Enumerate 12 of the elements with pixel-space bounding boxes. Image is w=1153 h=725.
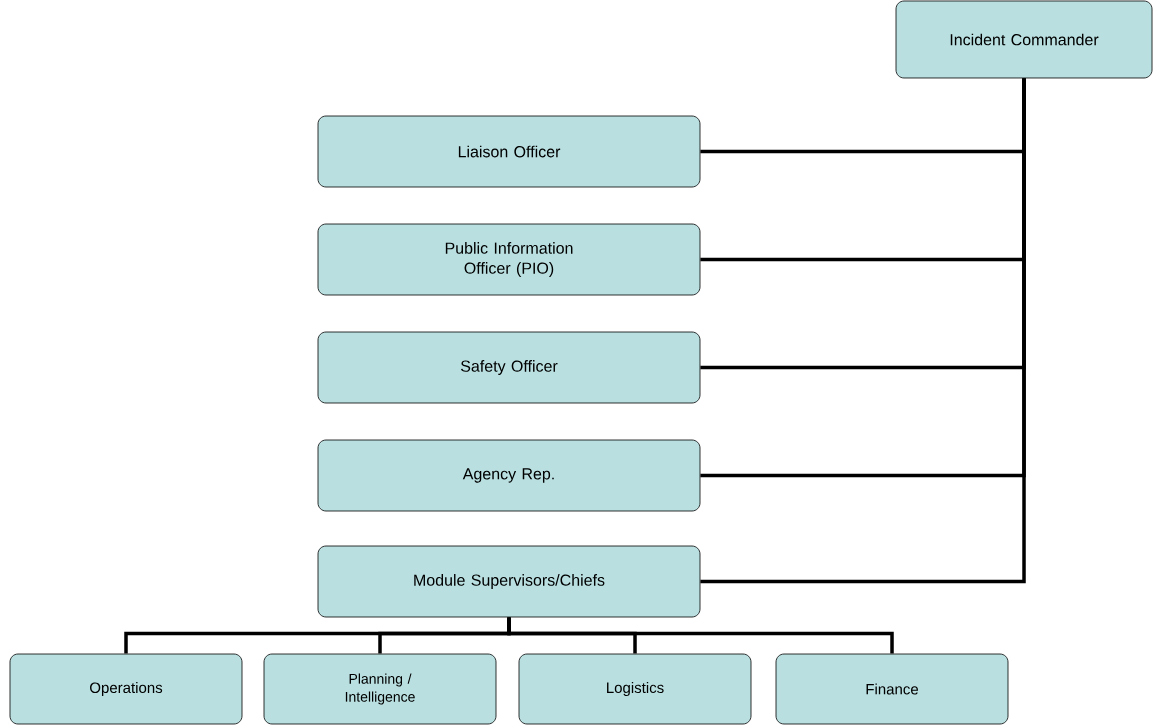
org-box: Finance xyxy=(775,653,1009,725)
org-box: Agency Rep. xyxy=(317,439,701,512)
org-box: Incident Commander xyxy=(895,0,1153,79)
org-box: Planning / Intelligence xyxy=(263,653,497,725)
org-box: Operations xyxy=(9,653,243,725)
connector-line xyxy=(507,617,894,654)
org-box: Safety Officer xyxy=(317,331,701,404)
org-box: Public Information Officer (PIO) xyxy=(317,223,701,296)
org-box: Liaison Officer xyxy=(317,115,701,188)
org-box: Logistics xyxy=(518,653,752,725)
connector-line xyxy=(700,78,1026,584)
org-box: Module Supervisors/Chiefs xyxy=(317,545,701,618)
